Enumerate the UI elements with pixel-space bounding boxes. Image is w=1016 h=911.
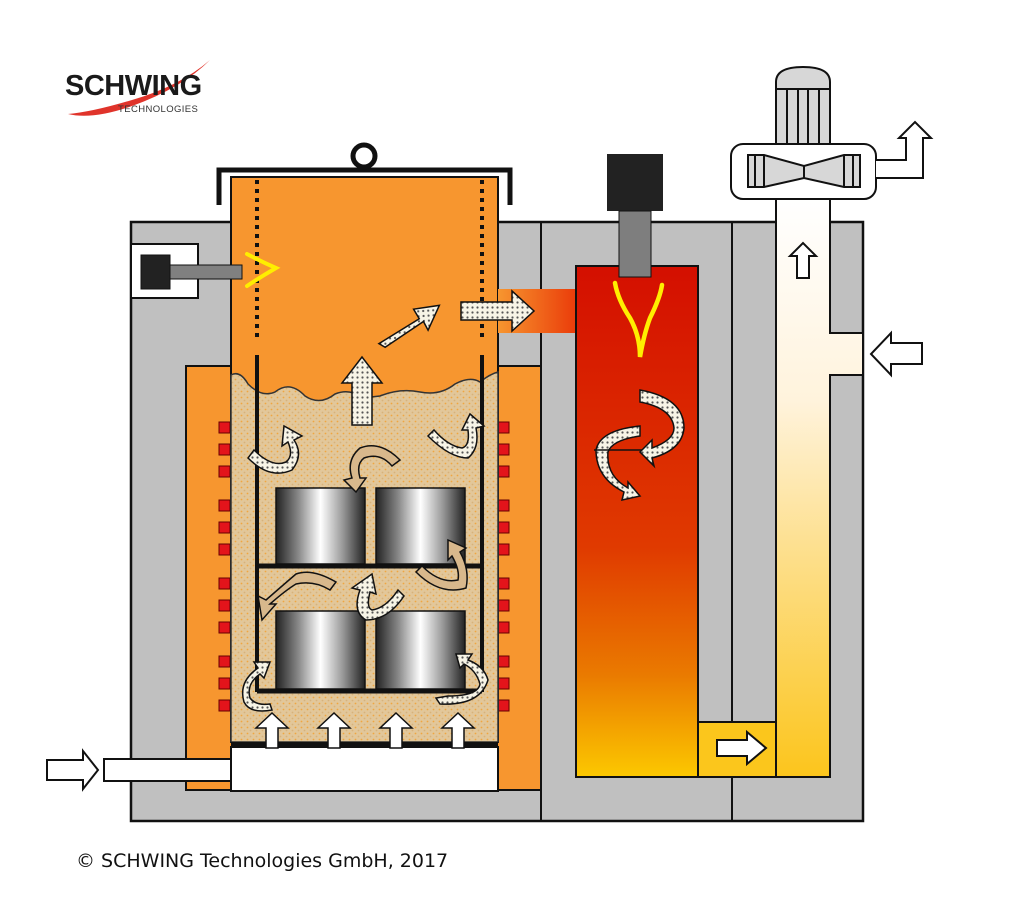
fluidizing-air-arrows [254,711,476,749]
logo-subtitle: TECHNOLOGIES [118,104,199,115]
exhaust-fan [730,65,877,200]
dilution-air-arrow-icon [869,330,923,378]
afterburner-chamber [575,154,699,778]
stack-up-arrow-icon [787,241,819,279]
gas-flow-arrows [340,289,536,426]
company-logo: SCHWING TECHNOLOGIES [62,56,212,120]
circulation-swirl-arrows [241,389,685,712]
chamber-lid [216,142,513,205]
parts-in-basket [275,487,466,690]
transfer-arrow-icon [716,729,768,767]
main-burner [130,243,281,299]
air-inlet-arrow-icon [46,748,100,792]
dilution-stack [775,197,864,778]
exhaust-outlet-arrow-icon [876,120,934,179]
logo-name: SCHWING [65,70,202,102]
air-inlet-bottom [46,748,232,792]
copyright-notice: © SCHWING Technologies GmbH, 2017 [76,850,449,872]
